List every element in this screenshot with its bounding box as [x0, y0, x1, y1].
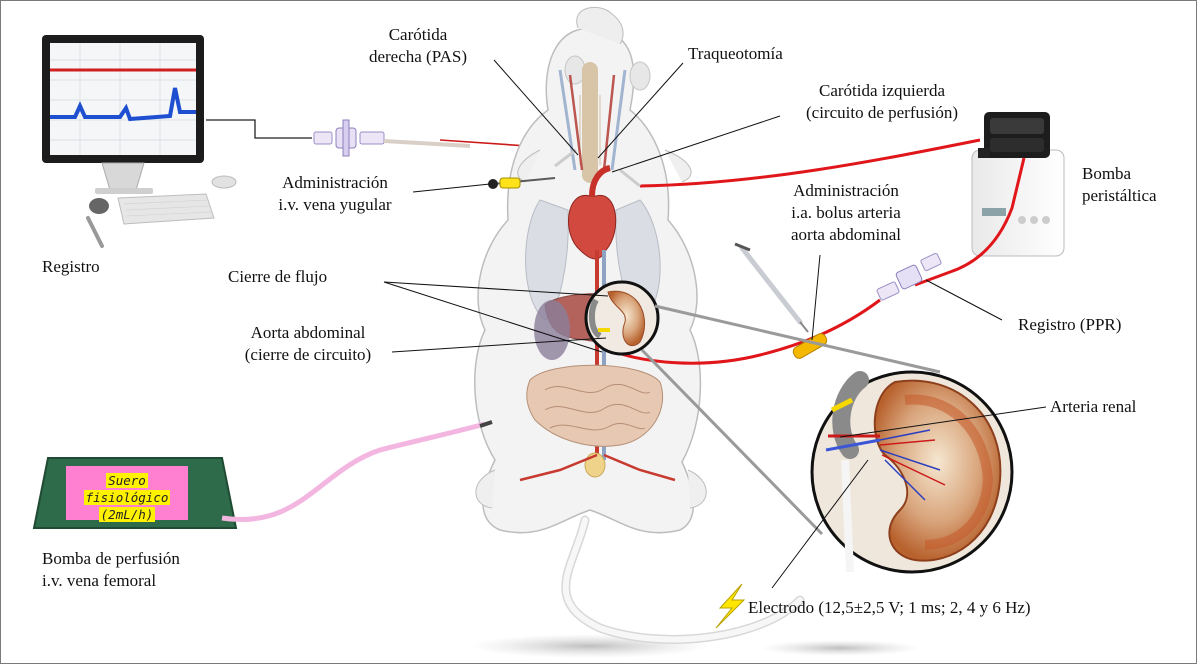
suero-line: (2mL/h): [99, 507, 156, 522]
jugular-connector-icon: [500, 178, 520, 188]
label-line: i.v. vena femoral: [42, 570, 180, 592]
suero-label: Suero fisiológico (2mL/h): [72, 472, 182, 523]
label-registro: Registro: [42, 256, 100, 278]
label-line: Bomba: [1082, 163, 1157, 185]
label-line: Carótida izquierda: [783, 80, 981, 102]
speaker-icon: [89, 198, 109, 214]
label-cierre-flujo: Cierre de flujo: [228, 266, 327, 288]
label-carotida-derecha: Carótida derecha (PAS): [358, 24, 478, 68]
label-traqueotomia: Traqueotomía: [688, 43, 783, 65]
suero-line: fisiológico: [84, 490, 171, 505]
label-bomba-perfusion: Bomba de perfusión i.v. vena femoral: [42, 548, 180, 592]
syringe-icon: [735, 244, 808, 332]
suero-line: Suero: [106, 473, 148, 488]
label-line: Administración: [258, 172, 412, 194]
label-line: (circuito de perfusión): [783, 102, 981, 124]
kidney-inset-large: [812, 372, 1012, 572]
label-line: i.v. vena yugular: [258, 194, 412, 216]
ppr-transducer-icon: [876, 253, 941, 301]
mouse-icon: [212, 176, 236, 188]
infusion-tube: [222, 424, 485, 520]
label-registro-ppr: Registro (PPR): [1018, 314, 1121, 336]
label-line: Aorta abdominal: [219, 322, 397, 344]
computer-monitor-icon: [42, 35, 204, 194]
label-carotida-izquierda: Carótida izquierda (circuito de perfusió…: [783, 80, 981, 124]
label-bomba-peristaltica: Bomba peristáltica: [1082, 163, 1157, 207]
label-line: peristáltica: [1082, 185, 1157, 207]
label-arteria-renal: Arteria renal: [1050, 396, 1136, 418]
label-administracion-iv: Administración i.v. vena yugular: [258, 172, 412, 216]
pen-icon: [88, 218, 102, 246]
label-line: (cierre de circuito): [219, 344, 397, 366]
electrode-shadow: [760, 640, 920, 656]
label-administracion-ia: Administración i.a. bolus arteria aorta …: [770, 180, 922, 246]
label-line: aorta abdominal: [770, 224, 922, 246]
label-electrodo: Electrodo (12,5±2,5 V; 1 ms; 2, 4 y 6 Hz…: [748, 597, 1031, 619]
label-line: i.a. bolus arteria: [770, 202, 922, 224]
pressure-transducer-icon: [314, 120, 470, 156]
lightning-bolt-icon: [716, 584, 744, 628]
recording-cable: [206, 120, 312, 138]
label-line: derecha (PAS): [358, 46, 478, 68]
kidney-inset-small: [586, 282, 658, 354]
label-line: Administración: [770, 180, 922, 202]
label-aorta-abdominal: Aorta abdominal (cierre de circuito): [219, 322, 397, 366]
label-line: Carótida: [358, 24, 478, 46]
keyboard-icon: [118, 194, 214, 224]
label-line: Bomba de perfusión: [42, 548, 180, 570]
